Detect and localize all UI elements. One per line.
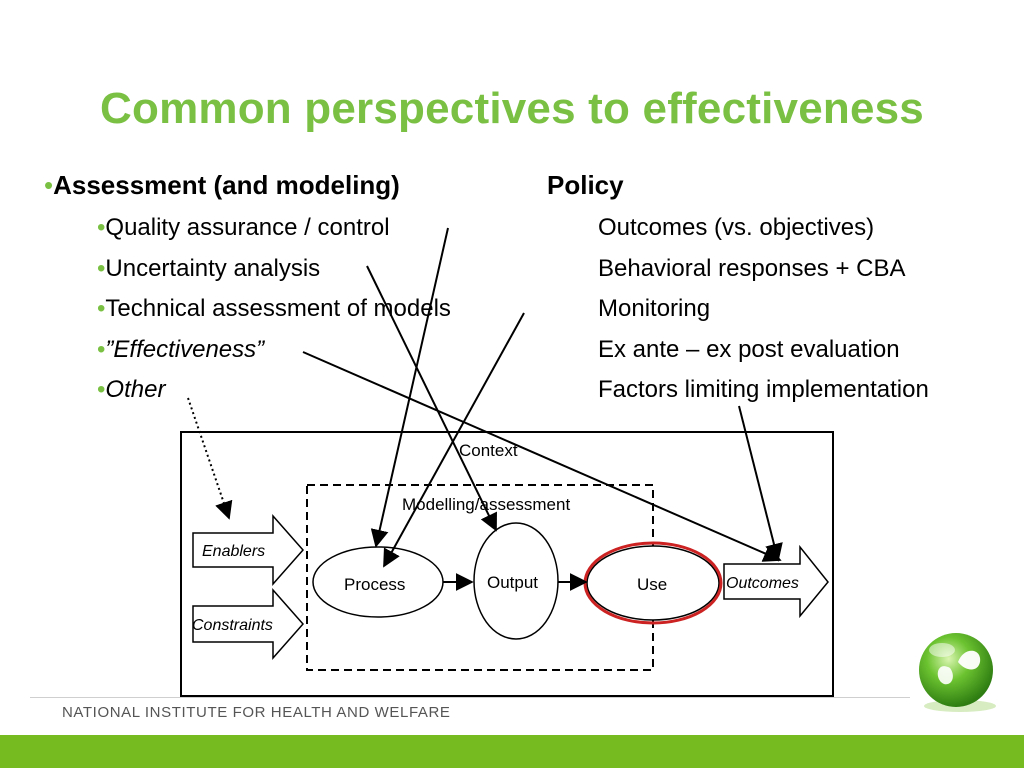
bullet-dot: • bbox=[97, 214, 106, 241]
use-label: Use bbox=[637, 575, 667, 594]
bullet-dot: • bbox=[97, 255, 106, 282]
footer-institute-name: NATIONAL INSTITUTE FOR HEALTH AND WELFAR… bbox=[62, 704, 451, 721]
bullet-dot: • bbox=[44, 170, 54, 200]
list-item: •Quality assurance / control bbox=[97, 214, 390, 242]
list-item-text: Technical assessment of models bbox=[105, 295, 451, 322]
thl-logo-sphere-icon bbox=[919, 633, 996, 712]
effectiveness-to-outcomes-line bbox=[302, 351, 782, 562]
quality-to-process-line bbox=[370, 227, 449, 548]
assessment-heading: •Assessment (and modeling) bbox=[44, 170, 400, 201]
bullet-dot: • bbox=[97, 336, 106, 363]
modelling-label: Modelling/assessment bbox=[402, 495, 570, 514]
list-item: •Other bbox=[97, 376, 165, 404]
enablers-label: Enablers bbox=[202, 543, 265, 560]
technical-to-process-line bbox=[383, 312, 525, 568]
modelling-box bbox=[306, 484, 654, 671]
constraints-label: Constraints bbox=[192, 617, 273, 634]
constraints-arrow bbox=[192, 588, 305, 660]
enablers-arrow bbox=[192, 514, 305, 586]
list-item-text: Other bbox=[105, 376, 166, 403]
process-label: Process bbox=[344, 575, 405, 594]
context-label: Context bbox=[459, 441, 518, 460]
footer-green-bar bbox=[0, 735, 1024, 768]
policy-item: Monitoring bbox=[598, 295, 711, 322]
list-item-text: ”Effectiveness” bbox=[105, 336, 265, 363]
bullet-dot: • bbox=[97, 376, 106, 403]
other-to-enablers-line bbox=[187, 397, 233, 520]
policy-item: Factors limiting implementation bbox=[598, 376, 929, 403]
policy-item: Ex ante – ex post evaluation bbox=[598, 336, 900, 363]
bullet-dot: • bbox=[97, 295, 106, 322]
list-item: •Technical assessment of models bbox=[97, 295, 451, 323]
assessment-heading-text: Assessment (and modeling) bbox=[53, 170, 400, 200]
policy-item: Outcomes (vs. objectives) bbox=[598, 214, 875, 241]
policy-item: Behavioral responses + CBA bbox=[598, 255, 906, 282]
list-item-text: Uncertainty analysis bbox=[105, 255, 321, 282]
factors-to-outcomes-line bbox=[738, 405, 783, 562]
output-label: Output bbox=[487, 573, 538, 592]
outcomes-arrow bbox=[723, 544, 829, 619]
footer-divider bbox=[30, 697, 910, 698]
list-item: •”Effectiveness” bbox=[97, 336, 264, 364]
uncertainty-to-output-line bbox=[366, 265, 497, 532]
slide-title: Common perspectives to effectiveness bbox=[100, 84, 924, 133]
list-item: •Uncertainty analysis bbox=[97, 255, 320, 283]
policy-heading: Policy bbox=[547, 170, 624, 200]
outcomes-label: Outcomes bbox=[726, 575, 799, 592]
list-item-text: Quality assurance / control bbox=[105, 214, 390, 241]
context-box bbox=[180, 431, 834, 697]
